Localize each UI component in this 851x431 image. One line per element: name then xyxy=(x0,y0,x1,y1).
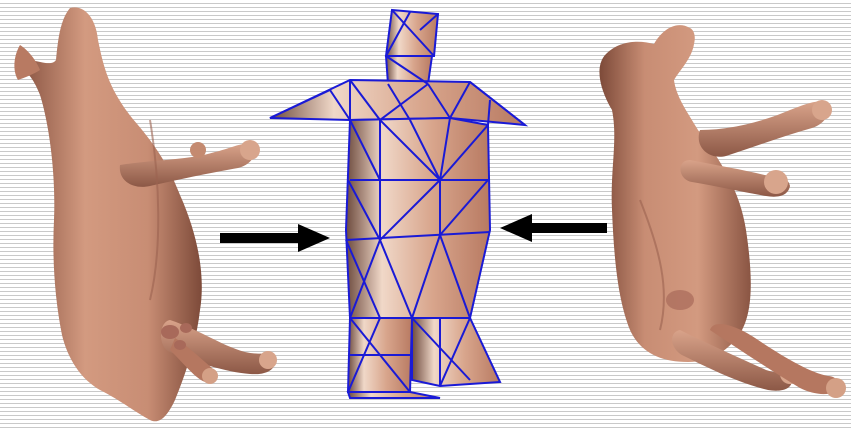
pig-model-left xyxy=(14,7,277,421)
humanoid-skeleton-mesh xyxy=(270,10,525,398)
arrow-right xyxy=(220,224,330,252)
arrow-left xyxy=(500,214,607,242)
pig-model-right xyxy=(599,25,846,398)
